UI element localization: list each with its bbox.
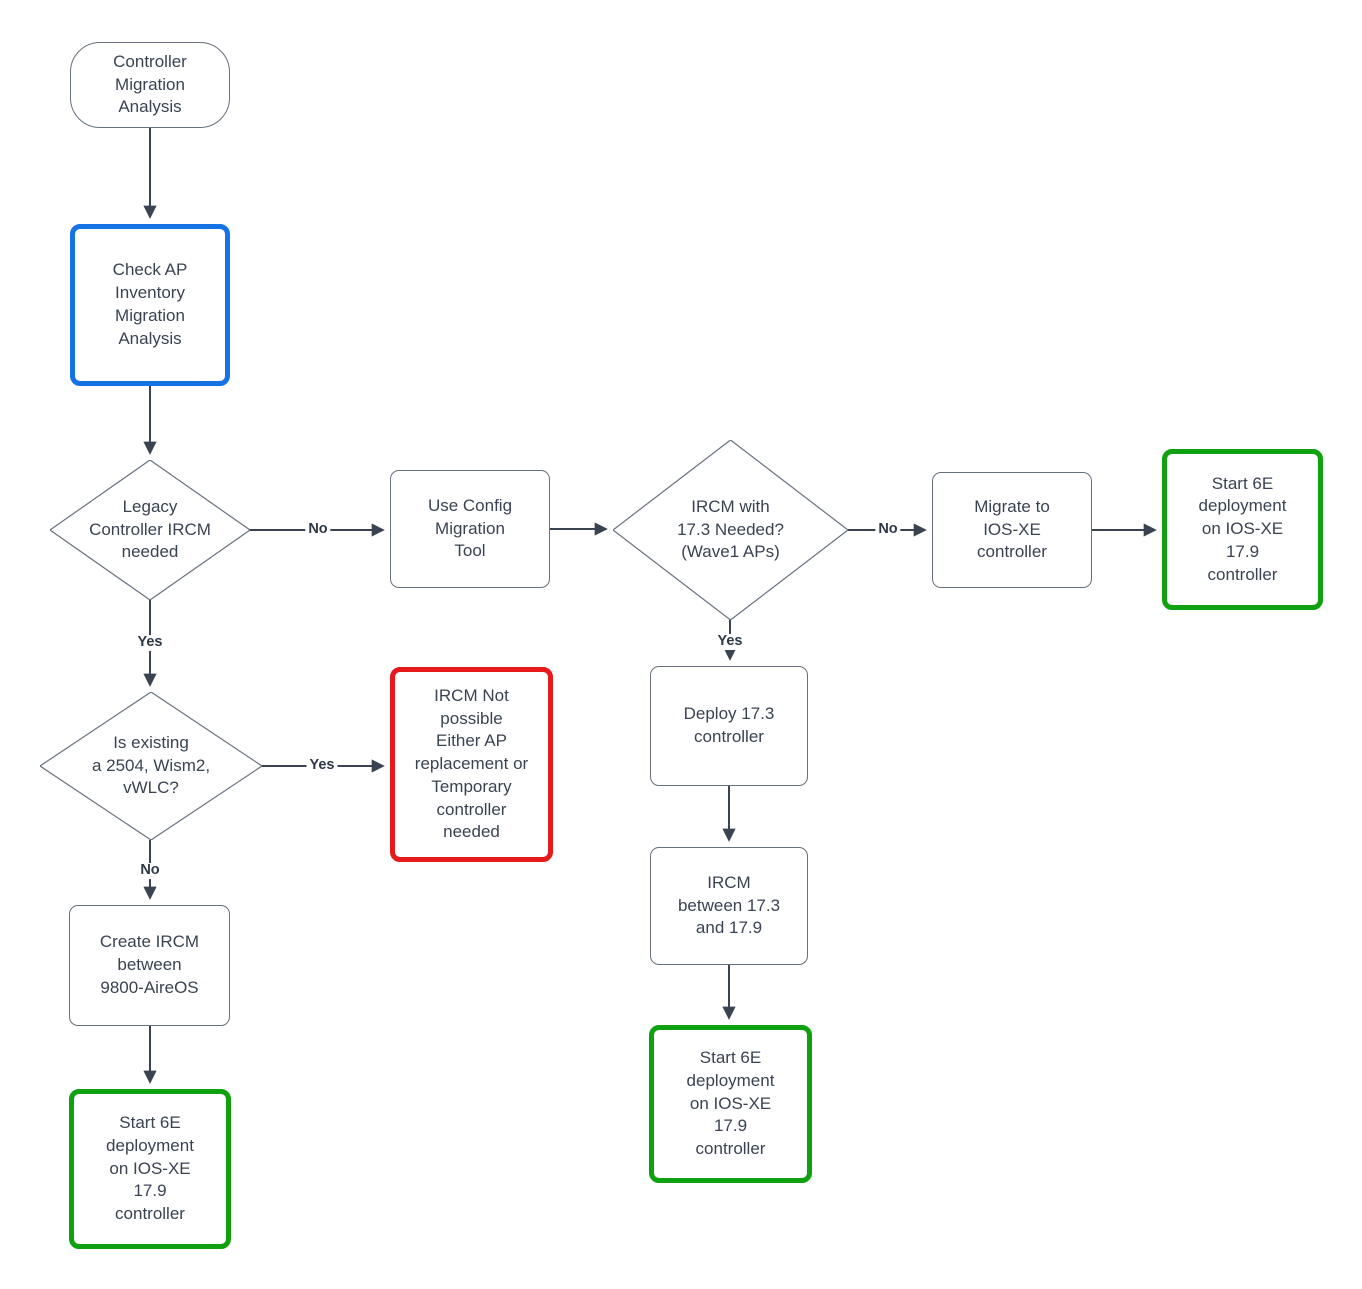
diamond-shape — [50, 460, 250, 600]
node-check-ap-inventory: Check AP Inventory Migration Analysis — [70, 224, 230, 386]
node-label: IRCM between 17.3 and 17.9 — [677, 872, 781, 938]
node-label: Start 6E deployment on IOS-XE 17.9 contr… — [686, 1048, 775, 1159]
node-ircm-not-possible: IRCM Not possible Either AP replacement … — [390, 667, 553, 862]
node-use-config-migration-tool: Use Config Migration Tool — [390, 470, 550, 588]
node-label: Controller Migration Analysis — [113, 51, 187, 117]
node-label: Use Config Migration Tool — [427, 495, 513, 561]
node-label: IRCM with 17.3 Needed? (Wave1 APs) — [677, 496, 784, 562]
node-ircm-between-173-179: IRCM between 17.3 and 17.9 — [650, 847, 808, 965]
node-start-6e-deployment-mid: Start 6E deployment on IOS-XE 17.9 contr… — [649, 1025, 812, 1183]
edge-label-yes-ircm173-to-deploy: Yes — [714, 633, 746, 650]
node-deploy-173-controller: Deploy 17.3 controller — [650, 666, 808, 786]
edge-label-yes-isexisting-to-notpossible: Yes — [306, 757, 338, 774]
node-label: IRCM Not possible Either AP replacement … — [414, 685, 529, 842]
node-label: Is existing a 2504, Wism2, vWLC? — [91, 732, 211, 798]
node-controller-migration-analysis: Controller Migration Analysis — [70, 42, 230, 128]
node-decision-legacy-ircm: Legacy Controller IRCM needed — [50, 460, 250, 600]
node-create-ircm-9800-aireos: Create IRCM between 9800-AireOS — [69, 905, 230, 1026]
node-label: Start 6E deployment on IOS-XE 17.9 contr… — [1198, 473, 1287, 584]
node-decision-is-existing-2504: Is existing a 2504, Wism2, vWLC? — [40, 692, 262, 840]
edge-label-no-isexisting-to-createircm: No — [137, 862, 163, 879]
node-label: Legacy Controller IRCM needed — [89, 496, 211, 562]
node-migrate-iosxe-controller: Migrate to IOS-XE controller — [932, 472, 1092, 588]
node-start-6e-deployment-right: Start 6E deployment on IOS-XE 17.9 contr… — [1162, 449, 1323, 610]
node-start-6e-deployment-left: Start 6E deployment on IOS-XE 17.9 contr… — [69, 1089, 231, 1249]
diamond-shape — [613, 440, 848, 620]
node-decision-ircm-173-needed: IRCM with 17.3 Needed? (Wave1 APs) — [613, 440, 848, 620]
edge-label-no-ircm173-to-migrate: No — [875, 521, 901, 538]
edge-label-no-legacy-to-useconfig: No — [305, 521, 331, 538]
edge-label-yes-legacy-to-isexisting: Yes — [134, 634, 166, 651]
node-label: Migrate to IOS-XE controller — [974, 496, 1050, 562]
node-label: Start 6E deployment on IOS-XE 17.9 contr… — [106, 1113, 194, 1224]
node-label: Deploy 17.3 controller — [683, 704, 775, 746]
node-label: Check AP Inventory Migration Analysis — [112, 260, 188, 348]
node-label: Create IRCM between 9800-AireOS — [99, 932, 200, 997]
diamond-shape — [40, 692, 262, 840]
